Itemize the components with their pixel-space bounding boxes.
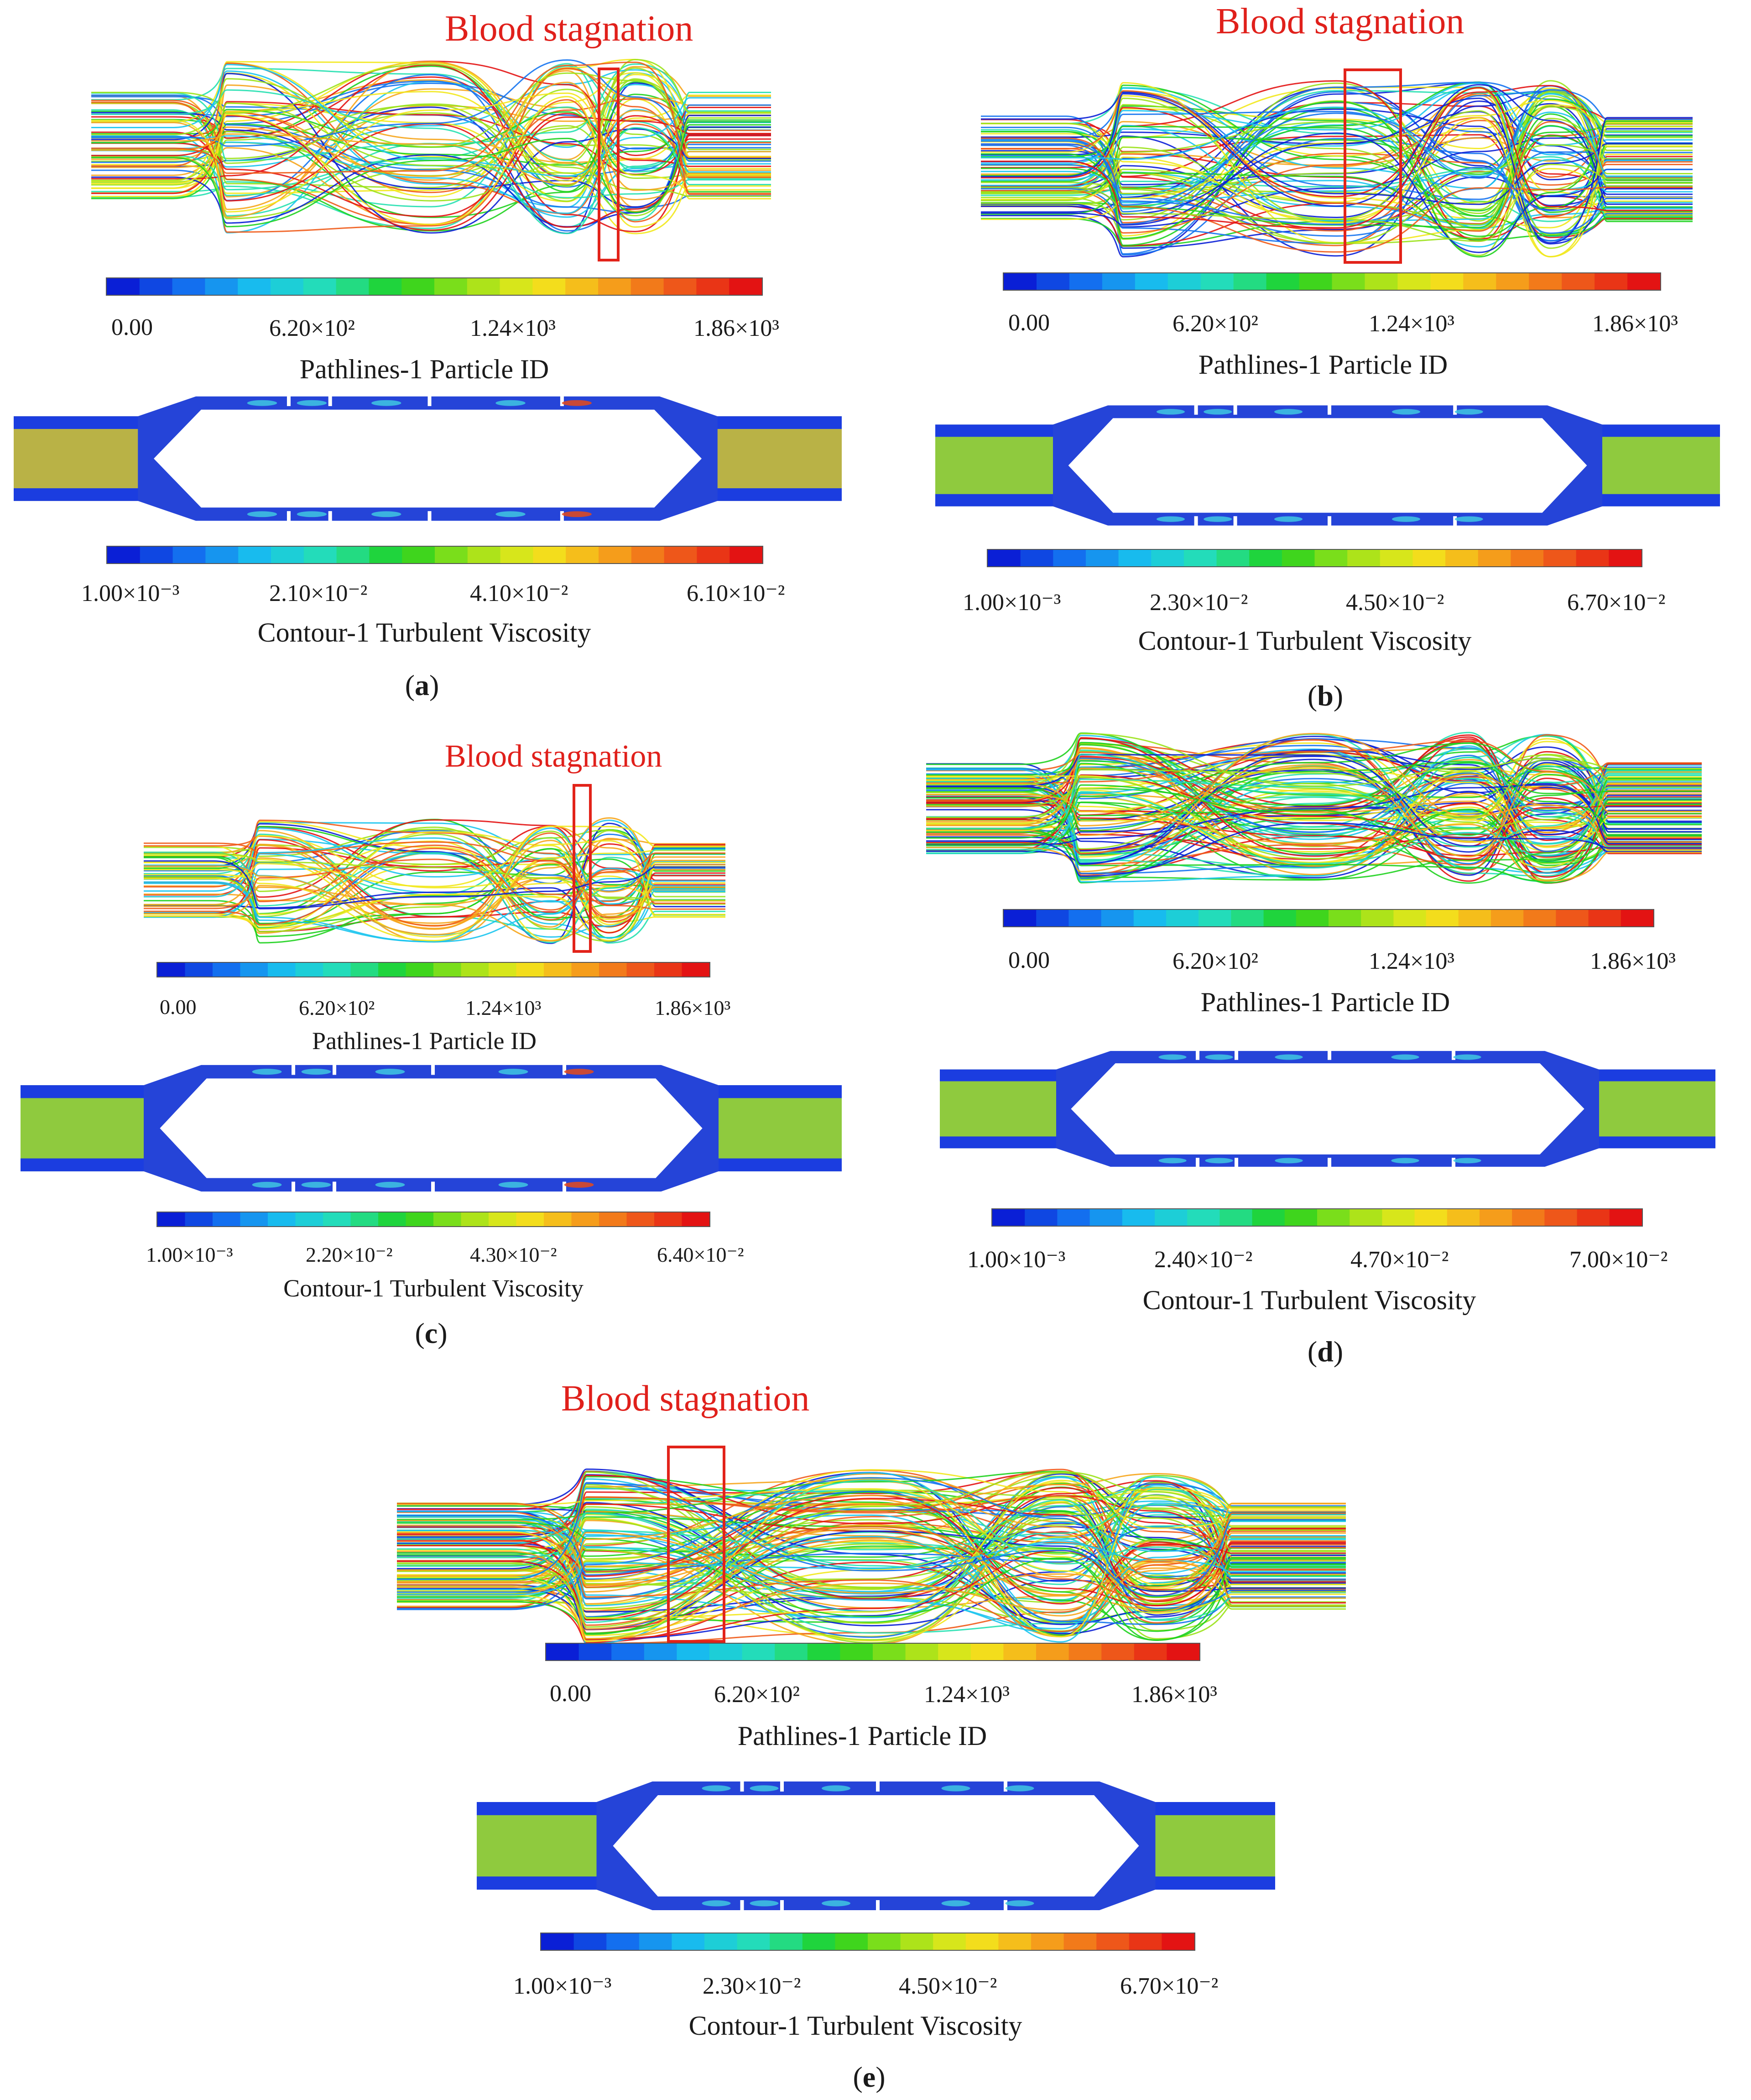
pathline-plot-c bbox=[144, 817, 725, 944]
pathline-tick-b-3: 1.86×10³ bbox=[1592, 311, 1678, 337]
contour-title-a: Contour-1 Turbulent Viscosity bbox=[257, 617, 591, 648]
pathline-tick-e-3: 1.86×10³ bbox=[1131, 1682, 1217, 1708]
contour-tick-b-0: 1.00×10⁻³ bbox=[963, 590, 1061, 616]
stagnation-box-a bbox=[598, 68, 620, 261]
pathline-tick-a-0: 0.00 bbox=[111, 314, 153, 340]
pathline-colorbar-d bbox=[1003, 909, 1654, 927]
contour-colorbar-e bbox=[540, 1933, 1195, 1951]
contour-tick-e-3: 6.70×10⁻² bbox=[1120, 1973, 1219, 1999]
pathline-tick-d-3: 1.86×10³ bbox=[1590, 948, 1676, 974]
contour-title-c: Contour-1 Turbulent Viscosity bbox=[283, 1275, 584, 1302]
pathline-colorbar-e bbox=[545, 1643, 1200, 1661]
contour-tick-b-2: 4.50×10⁻² bbox=[1346, 590, 1444, 616]
contour-title-e: Contour-1 Turbulent Viscosity bbox=[688, 2011, 1022, 2041]
caption-b: (b) bbox=[1307, 679, 1344, 712]
caption-e: (e) bbox=[853, 2061, 886, 2093]
contour-tick-d-2: 4.70×10⁻² bbox=[1350, 1247, 1449, 1273]
contour-tick-c-2: 4.30×10⁻² bbox=[470, 1243, 557, 1266]
stagnation-box-b bbox=[1344, 68, 1402, 264]
blood-stagnation-label-e: Blood stagnation bbox=[561, 1379, 810, 1419]
pathline-tick-e-1: 6.20×10² bbox=[714, 1682, 800, 1708]
pathline-title-e: Pathlines-1 Particle ID bbox=[737, 1721, 987, 1751]
pathline-plot-d bbox=[926, 731, 1702, 884]
pathline-title-d: Pathlines-1 Particle ID bbox=[1200, 987, 1450, 1017]
pathline-title-b: Pathlines-1 Particle ID bbox=[1198, 350, 1448, 380]
contour-tick-c-1: 2.20×10⁻² bbox=[306, 1243, 393, 1266]
contour-title-b: Contour-1 Turbulent Viscosity bbox=[1138, 626, 1472, 656]
pathline-tick-d-0: 0.00 bbox=[1008, 947, 1050, 973]
contour-colorbar-c bbox=[156, 1212, 710, 1227]
pathline-tick-a-2: 1.24×10³ bbox=[470, 315, 556, 341]
pathline-title-a: Pathlines-1 Particle ID bbox=[299, 354, 549, 384]
contour-tick-d-1: 2.40×10⁻² bbox=[1154, 1247, 1253, 1273]
pathline-tick-b-2: 1.24×10³ bbox=[1369, 311, 1454, 337]
pathline-colorbar-a bbox=[106, 277, 763, 296]
pathline-plot-a bbox=[91, 58, 771, 235]
contour-colorbar-b bbox=[987, 549, 1642, 567]
contour-tick-c-0: 1.00×10⁻³ bbox=[146, 1243, 233, 1266]
contour-tick-d-0: 1.00×10⁻³ bbox=[967, 1247, 1066, 1273]
pathline-colorbar-c bbox=[156, 962, 710, 977]
contour-tick-d-3: 7.00×10⁻² bbox=[1569, 1247, 1668, 1273]
pathline-title-c: Pathlines-1 Particle ID bbox=[312, 1027, 537, 1055]
pathline-tick-c-2: 1.24×10³ bbox=[465, 996, 542, 1019]
contour-colorbar-d bbox=[991, 1208, 1643, 1227]
pathline-tick-a-3: 1.86×10³ bbox=[693, 315, 779, 341]
pathline-tick-c-3: 1.86×10³ bbox=[655, 996, 731, 1019]
contour-title-d: Contour-1 Turbulent Viscosity bbox=[1142, 1285, 1476, 1315]
contour-tick-b-3: 6.70×10⁻² bbox=[1567, 590, 1666, 616]
contour-plot-e bbox=[477, 1781, 1275, 1911]
contour-tick-e-2: 4.50×10⁻² bbox=[899, 1973, 997, 1999]
contour-plot-d bbox=[940, 1050, 1715, 1168]
pathline-tick-e-2: 1.24×10³ bbox=[924, 1682, 1010, 1708]
blood-stagnation-label-c: Blood stagnation bbox=[445, 739, 662, 774]
contour-tick-c-3: 6.40×10⁻² bbox=[657, 1243, 744, 1266]
blood-stagnation-label-b: Blood stagnation bbox=[1216, 1, 1464, 42]
pathline-colorbar-b bbox=[1003, 272, 1661, 291]
blood-stagnation-label-a: Blood stagnation bbox=[445, 9, 693, 49]
pathline-tick-b-0: 0.00 bbox=[1008, 310, 1050, 336]
pathline-tick-a-1: 6.20×10² bbox=[269, 315, 355, 341]
contour-plot-c bbox=[21, 1064, 842, 1193]
stagnation-box-c bbox=[573, 784, 592, 953]
stagnation-box-e bbox=[667, 1446, 725, 1643]
pathline-tick-d-1: 6.20×10² bbox=[1173, 948, 1258, 974]
contour-tick-a-1: 2.10×10⁻² bbox=[269, 580, 368, 606]
contour-tick-e-1: 2.30×10⁻² bbox=[703, 1973, 801, 1999]
pathline-plot-e bbox=[397, 1468, 1346, 1645]
contour-plot-b bbox=[935, 404, 1720, 527]
caption-d: (d) bbox=[1307, 1335, 1344, 1368]
caption-a: (a) bbox=[405, 669, 439, 701]
contour-tick-a-0: 1.00×10⁻³ bbox=[81, 580, 180, 606]
contour-tick-e-0: 1.00×10⁻³ bbox=[513, 1973, 612, 1999]
contour-tick-b-1: 2.30×10⁻² bbox=[1150, 590, 1248, 616]
pathline-tick-e-0: 0.00 bbox=[550, 1681, 591, 1707]
pathline-tick-b-1: 6.20×10² bbox=[1173, 311, 1258, 337]
pathline-tick-c-0: 0.00 bbox=[160, 995, 197, 1019]
contour-tick-a-2: 4.10×10⁻² bbox=[470, 580, 568, 606]
pathline-plot-b bbox=[981, 80, 1693, 258]
caption-c: (c) bbox=[415, 1317, 448, 1349]
pathline-tick-c-1: 6.20×10² bbox=[299, 996, 375, 1019]
pathline-tick-d-2: 1.24×10³ bbox=[1369, 948, 1454, 974]
contour-tick-a-3: 6.10×10⁻² bbox=[687, 580, 785, 606]
contour-plot-a bbox=[14, 395, 842, 522]
contour-colorbar-a bbox=[106, 546, 763, 564]
